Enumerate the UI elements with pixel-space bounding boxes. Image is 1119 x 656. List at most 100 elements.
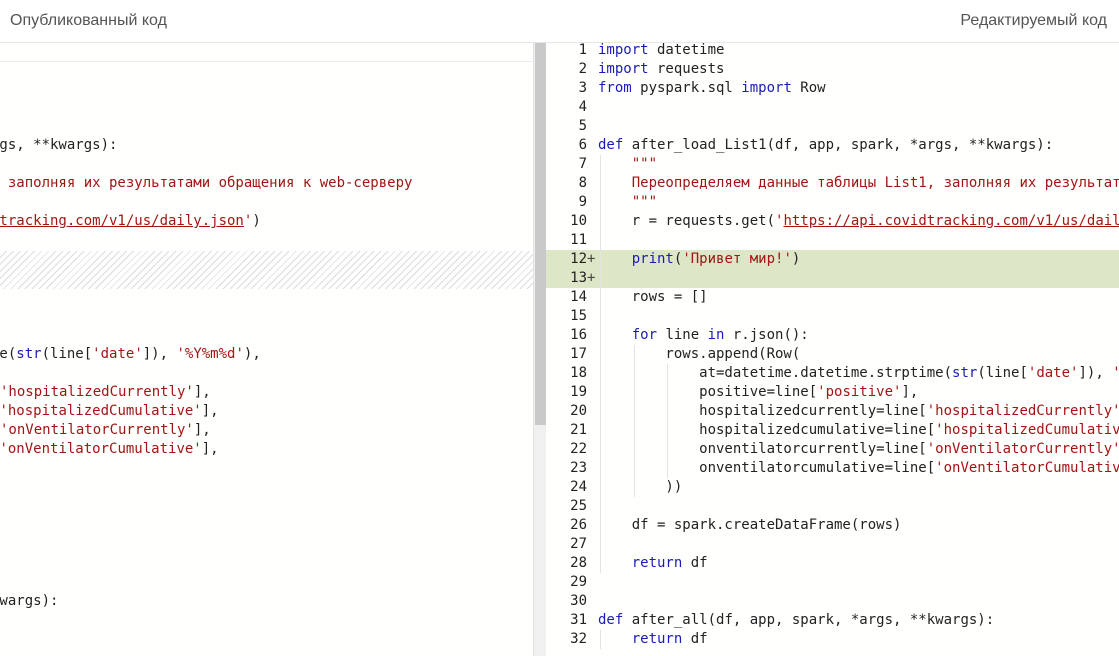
code-line[interactable]: 17 rows.append(Row( (546, 345, 1119, 364)
code-text: ) (252, 213, 261, 229)
line-number: 23 (570, 460, 587, 476)
code-string: 'onVentilatorCumulativ (935, 460, 1119, 476)
code-text: ], (201, 403, 219, 419)
code-line[interactable]: 4 (546, 98, 1119, 117)
code-string: , заполняя их результатами обращения к w… (0, 175, 413, 191)
added-line-marker: + (587, 251, 596, 267)
code-line[interactable]: 15 (546, 307, 1119, 326)
line-number: 1 (578, 43, 587, 58)
code-content: ['onVentilatorCumulative'], (0, 440, 219, 459)
code-line[interactable]: 7 """ (546, 155, 1119, 174)
code-text: ) (791, 251, 801, 267)
line-number: 13 (570, 270, 587, 286)
code-line[interactable]: 24 )) (546, 478, 1119, 497)
code-text: Row (791, 80, 826, 96)
code-string: 'hospitalizedCurrently' (926, 403, 1119, 419)
line-number: 20 (570, 403, 587, 419)
code-line[interactable]: 11 (546, 231, 1119, 250)
published-code-line[interactable]: me(str(line['date']), '%Y%m%d'), (0, 345, 533, 364)
code-text: hospitalizedcumulative=line[ (598, 422, 936, 438)
code-line[interactable]: 28 return df (546, 554, 1119, 573)
line-number: 25 (570, 498, 587, 514)
code-text: after_all(df, app, spark, *args, **kwarg… (623, 612, 995, 628)
code-content: onventilatorcurrently=line['onVentilator… (598, 440, 1119, 459)
line-number: 12 (570, 251, 587, 267)
code-line[interactable]: 13+ (546, 269, 1119, 288)
pane-splitter[interactable] (533, 43, 547, 656)
code-text: onventilatorcurrently=line[ (598, 441, 927, 457)
code-content: def after_all(df, app, spark, *args, **k… (598, 611, 994, 630)
code-string: """ (631, 194, 658, 210)
code-string: 'hospitalizedCumulativ (935, 422, 1119, 438)
added-line-highlight (546, 250, 1119, 269)
code-line[interactable]: 19 positive=line['positive'], (546, 383, 1119, 402)
code-string: ' (1112, 365, 1119, 381)
code-line[interactable]: 16 for line in r.json(): (546, 326, 1119, 345)
code-line[interactable]: 23 onventilatorcumulative=line['onVentil… (546, 459, 1119, 478)
code-line[interactable]: 1 import datetime (546, 43, 1119, 60)
code-content: hospitalizedcumulative=line['hospitalize… (598, 421, 1119, 440)
code-keyword: import (598, 43, 649, 58)
code-text: datetime (648, 43, 725, 58)
code-line[interactable]: 8 Переопределяем данные таблицы List1, з… (546, 174, 1119, 193)
code-string: 'Привет мир!' (682, 251, 792, 267)
code-line[interactable]: 9 """ (546, 193, 1119, 212)
code-string: 'positive' (817, 384, 902, 400)
edited-code-title: Редактируемый код (960, 12, 1107, 29)
code-text: at=datetime.datetime.strptime( (598, 365, 953, 381)
code-line[interactable]: 32 return df (546, 630, 1119, 649)
code-content: import requests (598, 60, 724, 79)
line-number: 19 (570, 384, 587, 400)
code-content: rows = [] (598, 288, 708, 307)
published-code-line[interactable]: , заполняя их результатами обращения к w… (0, 174, 533, 193)
code-content: rgs, **kwargs): (0, 136, 117, 155)
code-string: """ (631, 156, 658, 172)
published-code-line[interactable]: ['onVentilatorCumulative'], (0, 440, 533, 459)
line-number: 7 (578, 156, 587, 172)
published-code-line[interactable]: 'hospitalizedCurrently'], (0, 383, 533, 402)
code-line[interactable]: 5 (546, 117, 1119, 136)
code-line[interactable]: 20 hospitalizedcurrently=line['hospitali… (546, 402, 1119, 421)
line-number: 9 (578, 194, 587, 210)
indent-guide (633, 345, 635, 497)
published-code-line[interactable]: dtracking.com/v1/us/daily.json') (0, 212, 533, 231)
line-number: 31 (570, 612, 587, 628)
code-string: 'onVentilatorCurrently' (926, 441, 1119, 457)
code-line[interactable]: 25 (546, 497, 1119, 516)
published-code-line[interactable]: 'onVentilatorCurrently'], (0, 421, 533, 440)
line-number: 10 (570, 213, 587, 229)
code-line[interactable]: 22 onventilatorcurrently=line['onVentila… (546, 440, 1119, 459)
code-text (598, 631, 632, 647)
code-keyword: def (598, 137, 624, 153)
code-string: Переопределяем данные таблицы List1, зап… (631, 175, 1119, 191)
published-code-pane[interactable]: rgs, **kwargs): , заполняя их результатам… (0, 43, 533, 656)
code-line[interactable]: 14 rows = [] (546, 288, 1119, 307)
code-text: r.json(): (724, 327, 809, 343)
code-content: kwargs): (0, 592, 58, 611)
code-text: requests (648, 61, 725, 77)
published-code-line[interactable]: ['hospitalizedCumulative'], (0, 402, 533, 421)
code-line[interactable]: 29 (546, 573, 1119, 592)
code-line[interactable]: 21 hospitalizedcumulative=line['hospital… (546, 421, 1119, 440)
scrollbar-thumb[interactable] (535, 43, 546, 425)
indent-guide (600, 630, 601, 649)
code-line[interactable]: 10 r = requests.get('https://api.covidtr… (546, 212, 1119, 231)
code-text: rows.append(Row( (598, 346, 801, 362)
code-line[interactable]: 18 at=datetime.datetime.strptime(str(lin… (546, 364, 1119, 383)
code-line[interactable]: 30 (546, 592, 1119, 611)
code-keyword: import (598, 61, 649, 77)
code-line[interactable]: 27 (546, 535, 1119, 554)
published-code-line[interactable]: rgs, **kwargs): (0, 136, 533, 155)
code-text: ], (193, 422, 211, 438)
code-string: ' (775, 213, 784, 229)
code-line[interactable]: 12+ print('Привет мир!') (546, 250, 1119, 269)
code-line[interactable]: 31 def after_all(df, app, spark, *args, *… (546, 611, 1119, 630)
code-content: , заполняя их результатами обращения к w… (0, 174, 413, 193)
published-code-line[interactable]: kwargs): (0, 592, 533, 611)
code-line[interactable]: 26 df = spark.createDataFrame(rows) (546, 516, 1119, 535)
code-string: dtracking.com/v1/us/daily.json (0, 213, 244, 229)
